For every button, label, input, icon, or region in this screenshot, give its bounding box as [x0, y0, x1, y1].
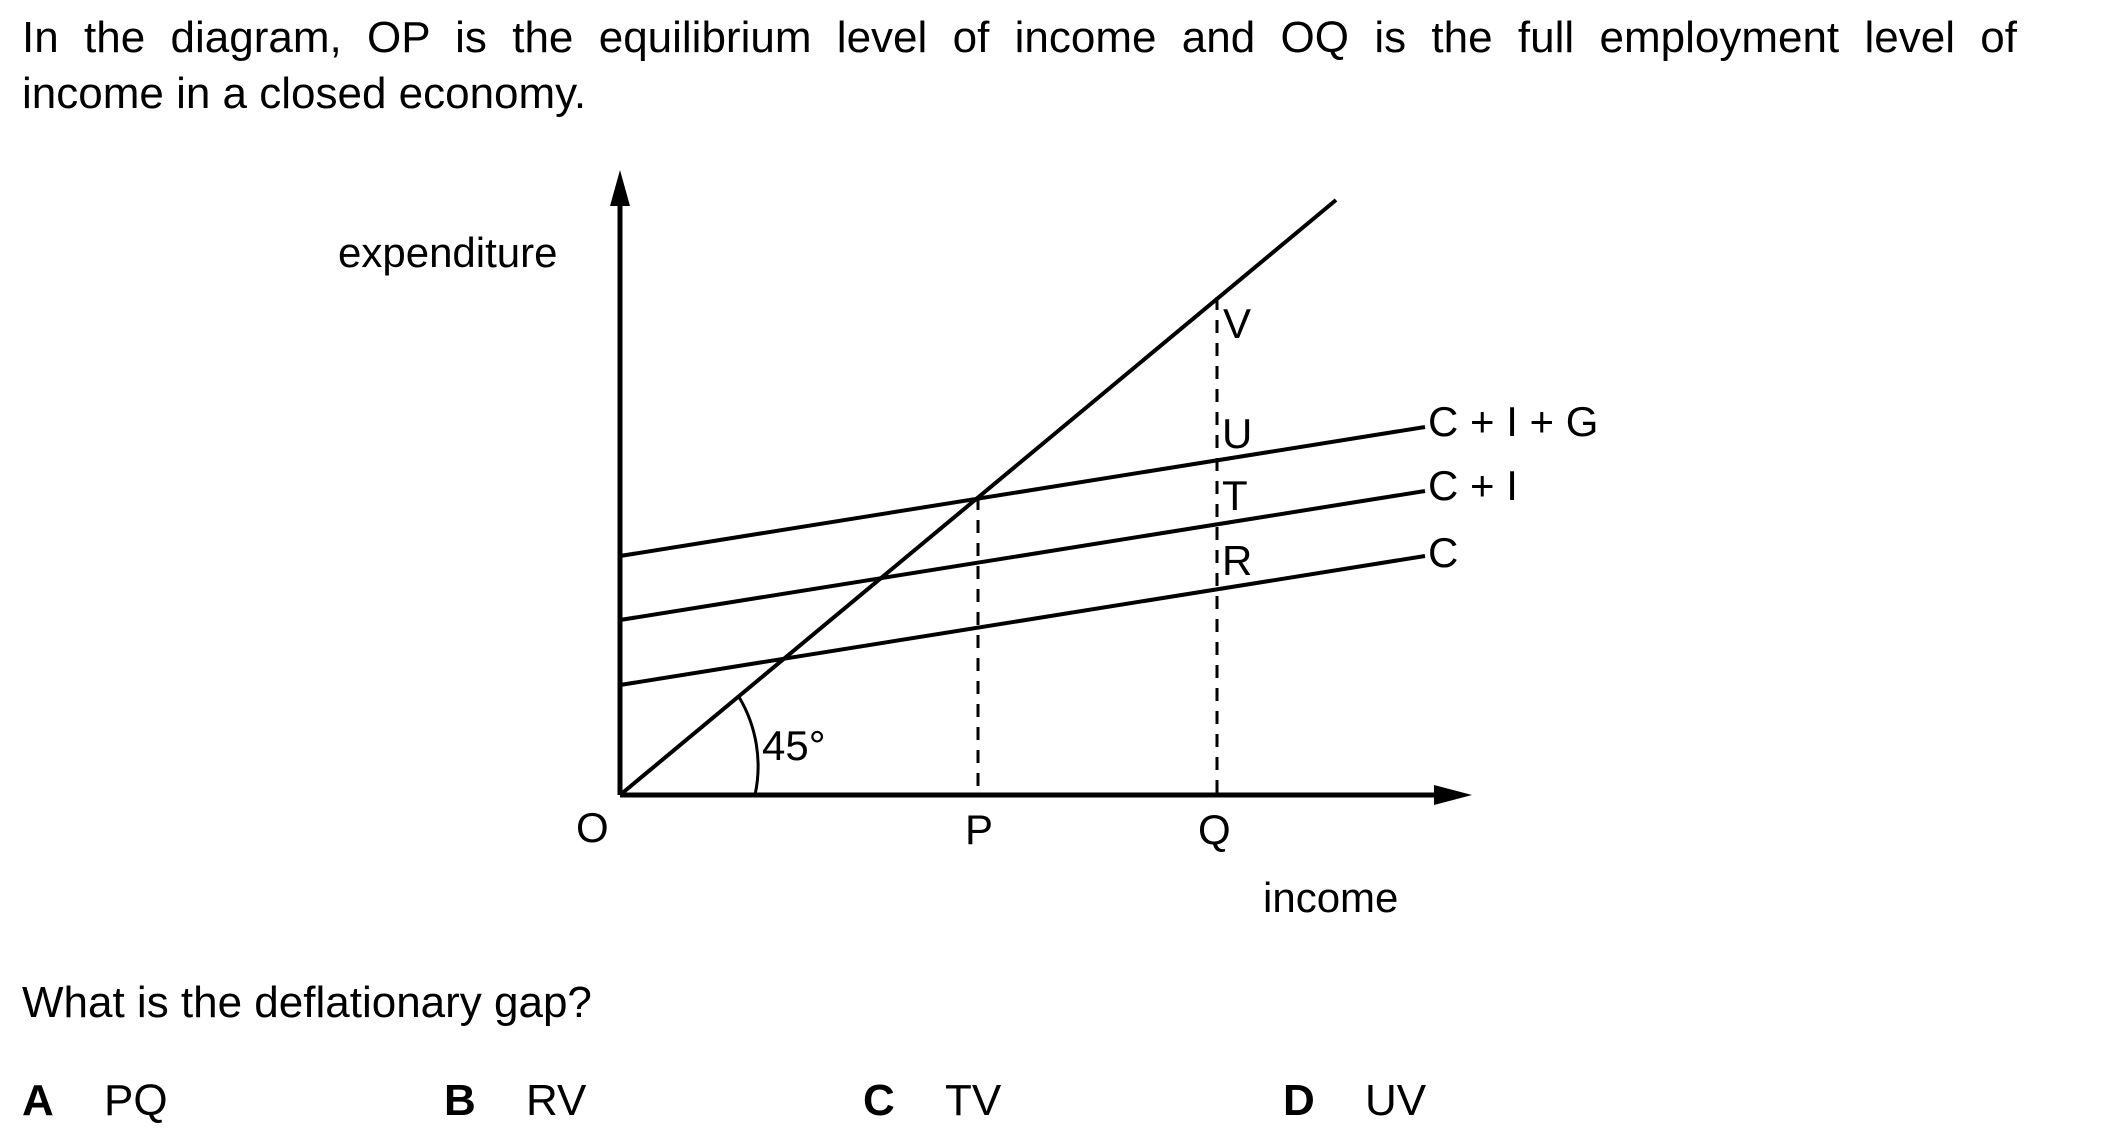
origin-label: O	[576, 804, 609, 851]
option-d-text: UV	[1365, 1076, 1427, 1125]
point-label-t: T	[1222, 472, 1248, 519]
option-a-letter: A	[22, 1076, 54, 1125]
option-b-text: RV	[526, 1076, 587, 1125]
option-a-text: PQ	[104, 1076, 168, 1125]
x-axis-label: income	[1263, 874, 1398, 921]
option-c-letter: C	[863, 1076, 895, 1125]
question-stem-line-2: income in a closed economy.	[22, 69, 587, 118]
point-label-v: V	[1223, 300, 1251, 347]
point-label-q: Q	[1198, 806, 1231, 853]
angle-arc	[737, 696, 760, 796]
y-axis-label: expenditure	[338, 229, 558, 276]
angle-label: 45°	[762, 722, 826, 769]
option-b[interactable]: B RV	[444, 1073, 586, 1129]
y-axis-arrowhead	[610, 170, 630, 206]
question-stem: In the diagram, OP is the equilibrium le…	[22, 10, 2017, 122]
option-c-text: TV	[945, 1076, 1002, 1125]
option-d[interactable]: D UV	[1283, 1073, 1426, 1129]
question-stem-line-1: In the diagram, OP is the equilibrium le…	[22, 13, 2017, 62]
curve-c-plus-i-plus-g	[619, 425, 1426, 558]
x-axis-arrowhead	[1434, 785, 1472, 805]
question-text: What is the deflationary gap?	[22, 978, 592, 1027]
curve-label-c-plus-i-plus-g: C + I + G	[1428, 398, 1598, 445]
curve-c	[619, 554, 1426, 687]
option-b-letter: B	[444, 1076, 476, 1125]
curve-c-plus-i	[619, 489, 1426, 622]
curve-label-c: C	[1428, 529, 1458, 576]
point-label-u: U	[1222, 410, 1252, 457]
option-c[interactable]: C TV	[863, 1073, 1001, 1129]
option-a[interactable]: A PQ	[22, 1073, 168, 1129]
curve-label-c-plus-i: C + I	[1428, 462, 1518, 509]
point-label-r: R	[1222, 537, 1252, 584]
point-label-p: P	[965, 806, 993, 853]
option-d-letter: D	[1283, 1076, 1315, 1125]
